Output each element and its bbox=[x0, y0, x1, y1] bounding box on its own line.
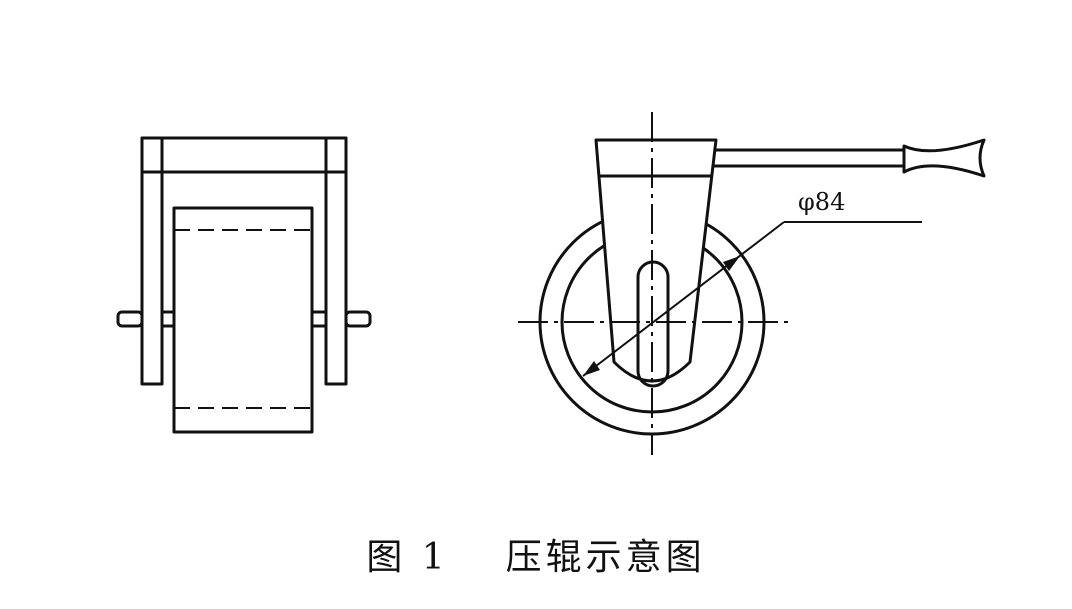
caption-number: 图 1 bbox=[366, 537, 449, 578]
axle-left-stub bbox=[116, 310, 144, 328]
caption-title: 压辊示意图 bbox=[505, 537, 706, 578]
diameter-dimension-label: φ84 bbox=[798, 188, 845, 216]
axle-right-stub bbox=[344, 310, 372, 328]
fork-bracket bbox=[594, 138, 718, 383]
dimension-arrow-bottom bbox=[583, 361, 600, 376]
roller-body bbox=[172, 206, 314, 434]
side-view bbox=[518, 112, 986, 455]
diameter-dimension-line bbox=[582, 221, 785, 377]
handle-grip bbox=[902, 138, 986, 178]
frame-top-bar bbox=[140, 136, 348, 174]
figure-caption: 图 1 压辊示意图 bbox=[0, 528, 1072, 580]
frame-left-plate bbox=[140, 136, 164, 386]
front-view bbox=[116, 136, 372, 434]
frame-right-plate bbox=[324, 136, 348, 386]
dimension-arrow-top bbox=[723, 256, 740, 271]
